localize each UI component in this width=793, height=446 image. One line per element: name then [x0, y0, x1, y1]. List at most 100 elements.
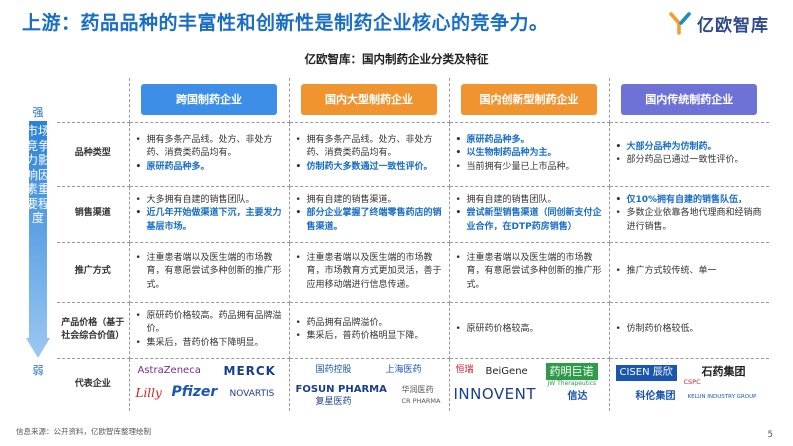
- bullet-list: 注重患者端以及医生端的市场教育，有意愿尝试多种创新的推广形式。: [134, 252, 285, 293]
- cspc-en-logo: CSPC: [683, 377, 701, 386]
- table-row: 产品价格（基于社会综合价值） 原研药价格较高。药品拥有品牌溢价。集采后，昔药价格…: [57, 301, 769, 359]
- pfizer-logo: Pfizer: [171, 383, 218, 400]
- down-arrow-icon: [26, 121, 50, 358]
- row-label: 产品价格（基于社会综合价值）: [57, 301, 130, 359]
- cell: 注重患者端以及医生端的市场教育，有意愿尝试多种创新的推广形式。: [448, 241, 610, 303]
- bullet-item: 大部分品种为仿制药。: [614, 141, 766, 155]
- bullet-item: 药品拥有品牌溢价。: [294, 317, 445, 331]
- beigene-logo: BeiGene: [485, 365, 528, 377]
- cell: 推广方式较传统、单一: [608, 241, 769, 303]
- page-number: 5: [767, 430, 773, 440]
- chart-subtitle: 亿欧智库：国内制药企业分类及特征: [304, 52, 489, 66]
- bullet-item: 原研药价格较高。药品拥有品牌溢价。: [134, 310, 285, 337]
- bullet-list: 大部分品种为仿制药。部分药品已通过一致性评价。: [614, 141, 766, 168]
- lilly-logo: Lilly: [135, 385, 162, 400]
- classification-table: 跨国制药企业 国内大型制药企业 国内创新型制药企业 国内传统制药企业 品种类型 …: [57, 78, 769, 411]
- bullet-list: 药品拥有品牌溢价。集采后，普药价格明显下降。: [294, 317, 445, 344]
- jw-therapeutics-logo: 药明巨诺: [545, 362, 598, 380]
- table-row: 推广方式 注重患者端以及医生端的市场教育，有意愿尝试多种创新的推广形式。 注重患…: [57, 241, 769, 303]
- logos-innovative: 恒瑞 BeiGene 药明巨诺 JW Therapeutics INNOVENT…: [450, 359, 609, 411]
- bullet-list: 注重患者端以及医生端的市场教育，市场教育方式更加灵活，善于应用移动端进行信息传递…: [294, 252, 445, 293]
- shanghai-pharma-logo: 上海医药: [385, 364, 422, 375]
- xinda-logo: 信达: [567, 390, 588, 402]
- cell: 拥有多条产品线。处方、非处方药、消费类药品均有。原研药品种多。: [128, 121, 290, 187]
- col-header-traditional: 国内传统制药企业: [621, 84, 758, 116]
- bullet-item: 拥有多条产品线。处方、非处方药、消费类药品均有。: [294, 134, 445, 161]
- bullet-item: 尝试新型销售渠道（同创新支付企业合作，在DTP药房销售）: [454, 207, 605, 234]
- bullet-item: 拥有自建的销售渠道。: [294, 194, 445, 208]
- kelun-logo: 科伦集团: [635, 390, 676, 402]
- cr-pharma-en-logo: CR PHARMA: [401, 396, 441, 405]
- logos-multinational: AstraZeneca MERCK Lilly Pfizer NOVARTIS: [130, 359, 289, 411]
- bullet-item: 仅10%拥有自建的销售队伍，: [614, 194, 766, 208]
- novartis-logo: NOVARTIS: [229, 388, 275, 399]
- cell: 拥有自建的销售渠道。部分企业掌握了终端零售药店的销售渠道。: [288, 185, 450, 243]
- bullet-item: 拥有自建的销售团队。: [454, 194, 605, 208]
- cell: 原研药价格较高。: [448, 301, 610, 359]
- source-note: 信息来源：公开资料，亿欧智库整理绘制: [16, 427, 151, 436]
- bullet-item: 集采后，普药价格明显下降。: [294, 330, 445, 344]
- cell: 注重患者端以及医生端的市场教育，市场教育方式更加灵活，善于应用移动端进行信息传递…: [288, 241, 450, 303]
- bullet-list: 原研药价格较高。: [454, 323, 605, 337]
- bullet-item: 集采后，昔药价格下降明显。: [134, 337, 285, 351]
- axis-strong-label: 强: [32, 106, 44, 119]
- col-header-innovative: 国内创新型制药企业: [461, 84, 597, 116]
- cr-pharma-logo: 华润医药: [401, 384, 434, 394]
- bullet-list: 原研药品种多。以生物制药品种为主。当前拥有少量已上市品种。: [454, 134, 605, 175]
- bullet-list: 原研药价格较高。药品拥有品牌溢价。集采后，昔药价格下降明显。: [134, 310, 285, 351]
- brand-mark-icon: [669, 12, 691, 35]
- cell: 大部分品种为仿制药。部分药品已通过一致性评价。: [608, 121, 769, 187]
- cell: 仅10%拥有自建的销售队伍，多数企业依靠各地代理商和经销商进行销售。: [608, 185, 769, 243]
- cspc-logo: 石药集团: [701, 364, 746, 378]
- bullet-item: 拥有多条产品线。处方、非处方药、消费类药品均有。: [134, 134, 285, 161]
- bullet-item: 注重患者端以及医生端的市场教育，市场教育方式更加灵活，善于应用移动端进行信息传递…: [294, 252, 445, 293]
- row-label: 代表企业: [57, 357, 130, 411]
- bullet-item: 原研药品种多。: [454, 134, 605, 148]
- table-row: 品种类型 拥有多条产品线。处方、非处方药、消费类药品均有。原研药品种多。 拥有多…: [57, 121, 769, 187]
- hengrui-logo: 恒瑞: [455, 364, 474, 375]
- fosun-pharma-logo: FOSUN PHARMA: [295, 383, 387, 395]
- bullet-item: 近几年开始做渠道下沉，主要发力基层市场。: [134, 207, 285, 234]
- page-title: 上游：药品品种的丰富性和创新性是制药企业核心的竞争力。: [22, 12, 549, 34]
- bullet-item: 注重患者端以及医生端的市场教育，有意愿尝试多种创新的推广形式。: [454, 252, 605, 293]
- logos-traditional: CISEN 辰欣 石药集团 CSPC 科伦集团 KELUN INDUSTRY G…: [610, 359, 770, 411]
- cell: 拥有自建的销售团队。尝试新型销售渠道（同创新支付企业合作，在DTP药房销售）: [448, 185, 610, 243]
- cisen-logo: CISEN 辰欣: [615, 364, 677, 381]
- bullet-list: 拥有多条产品线。处方、非处方药、消费类药品均有。仿制药大多数通过一致性评价。: [294, 134, 445, 175]
- row-label: 品种类型: [57, 121, 130, 187]
- col-header-multinational: 跨国制药企业: [141, 84, 277, 116]
- bullet-item: 大多拥有自建的销售团队。: [134, 194, 285, 208]
- bullet-list: 拥有多条产品线。处方、非处方药、消费类药品均有。原研药品种多。: [134, 134, 285, 175]
- brand-name: 亿欧智库: [697, 15, 769, 36]
- bullet-item: 原研药价格较高。: [454, 323, 605, 337]
- bullet-item: 仿制药价格较低。: [614, 323, 766, 337]
- cell: 大多拥有自建的销售团队。近几年开始做渠道下沉，主要发力基层市场。: [128, 185, 290, 243]
- bullet-list: 仿制药价格较低。: [614, 323, 766, 337]
- row-label: 推广方式: [57, 241, 130, 303]
- jw-therapeutics-en: JW Therapeutics: [547, 379, 597, 387]
- bullet-item: 部分企业掌握了终端零售药店的销售渠道。: [294, 207, 445, 234]
- bullet-item: 推广方式较传统、单一: [614, 265, 766, 279]
- table-row: 销售渠道 大多拥有自建的销售团队。近几年开始做渠道下沉，主要发力基层市场。 拥有…: [57, 185, 769, 243]
- cell: 拥有多条产品线。处方、非处方药、消费类药品均有。仿制药大多数通过一致性评价。: [288, 121, 450, 187]
- sinopharm-logo: 国药控股: [315, 364, 352, 375]
- cell: 仿制药价格较低。: [608, 301, 769, 359]
- brand-logo: 亿欧智库: [668, 10, 769, 36]
- bullet-item: 仿制药大多数通过一致性评价。: [294, 161, 445, 175]
- bullet-list: 拥有自建的销售团队。尝试新型销售渠道（同创新支付企业合作，在DTP药房销售）: [454, 194, 605, 235]
- bullet-item: 多数企业依靠各地代理商和经销商进行销售。: [614, 207, 766, 234]
- importance-axis: 强 市场竞争力影响因素重要程度 弱: [26, 104, 50, 377]
- corner-cell: [57, 78, 130, 123]
- kelun-en-logo: KELUN INDUSTRY GROUP: [687, 393, 757, 400]
- logos-large-domestic: 国药控股 上海医药 FOSUN PHARMA 复星医药 华润医药 CR PHAR…: [290, 359, 449, 411]
- bullet-item: 原研药品种多。: [134, 161, 285, 175]
- bullet-item: 当前拥有少量已上市品种。: [454, 161, 605, 175]
- bullet-item: 部分药品已通过一致性评价。: [614, 154, 766, 168]
- bullet-list: 注重患者端以及医生端的市场教育，有意愿尝试多种创新的推广形式。: [454, 252, 605, 293]
- cell: 注重患者端以及医生端的市场教育，有意愿尝试多种创新的推广形式。: [128, 241, 290, 303]
- cell: 原研药品种多。以生物制药品种为主。当前拥有少量已上市品种。: [448, 121, 610, 187]
- col-header-large-domestic: 国内大型制药企业: [301, 84, 437, 116]
- bullet-list: 仅10%拥有自建的销售队伍，多数企业依靠各地代理商和经销商进行销售。: [614, 194, 766, 235]
- innovent-logo: INNOVENT: [453, 384, 537, 403]
- fosun-cn-logo: 复星医药: [315, 396, 352, 407]
